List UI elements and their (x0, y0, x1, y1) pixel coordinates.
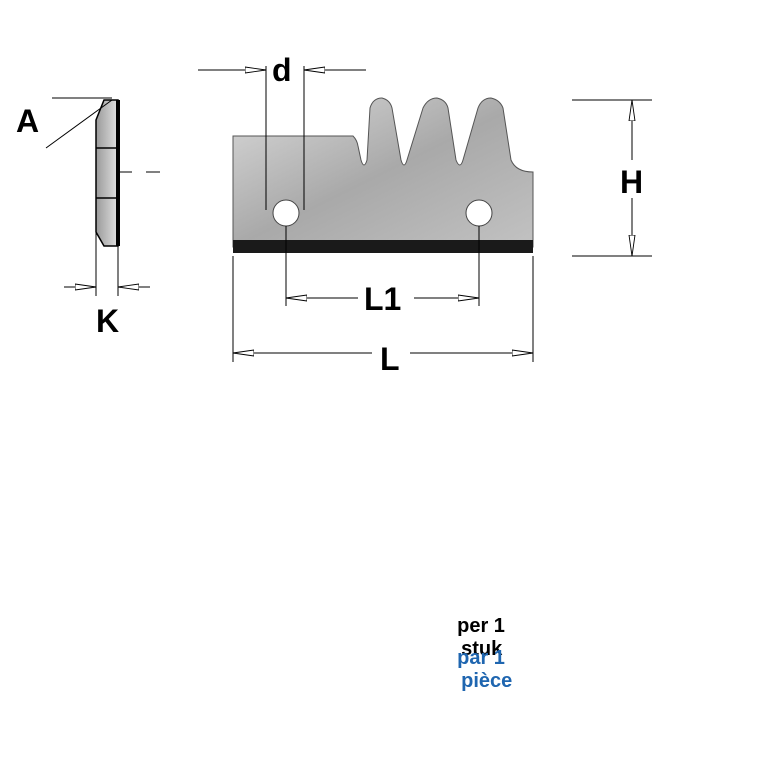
angle-line-diagonal (45, 99, 113, 149)
side-view-body (95, 99, 119, 247)
caption-dutch-unit: stuk (461, 638, 503, 660)
mounting-hole-right (465, 199, 493, 227)
thickness-label: K (96, 303, 119, 339)
mounting-hole-left (272, 199, 300, 227)
caption-dutch: per 1 stuk (446, 592, 505, 661)
caption-french: par 1 pièce (446, 624, 512, 693)
hole-diameter-dimension: d (198, 52, 366, 210)
caption-french-unit: pièce (461, 670, 513, 692)
knife-front-view (232, 97, 534, 253)
angle-label: A (16, 103, 39, 139)
h-label: H (620, 164, 643, 200)
knife-plate (232, 97, 534, 248)
l1-label: L1 (364, 281, 401, 317)
hole-spacing-dimension: L1 (285, 226, 480, 317)
l-label: L (380, 341, 400, 377)
knife-cutting-edge (233, 240, 533, 253)
length-dimension: L (232, 256, 534, 377)
thickness-dimension: K (64, 232, 150, 339)
knife-side-view (95, 99, 160, 247)
caption-french-qty: par 1 (457, 647, 505, 669)
height-dimension: H (572, 99, 652, 257)
angle-dimension: A (16, 97, 113, 149)
d-label: d (272, 52, 292, 88)
caption-dutch-qty: per 1 (457, 615, 505, 637)
